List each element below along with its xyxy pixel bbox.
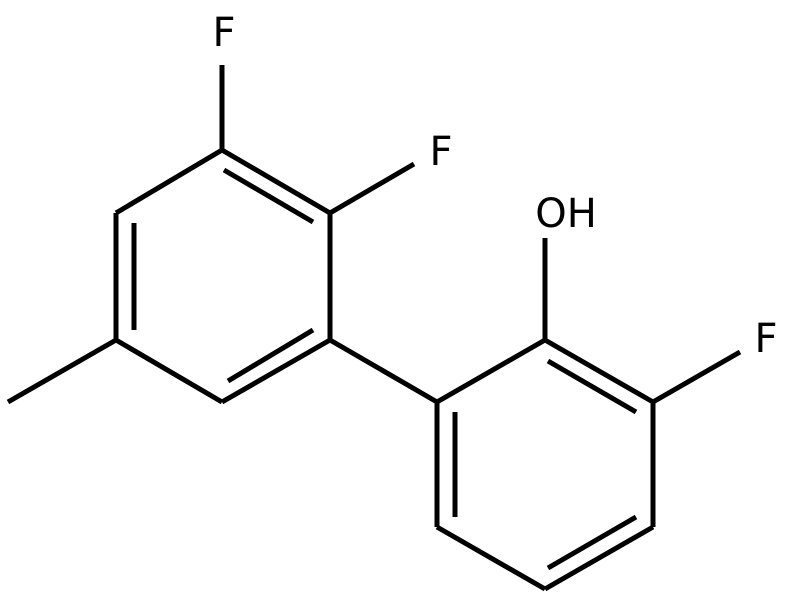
bond-c10-c11-inner <box>546 514 638 571</box>
bond-c3-c4-inner <box>226 327 315 384</box>
bond-c1-c2-inner <box>222 167 315 225</box>
bond-biaryl <box>328 337 439 405</box>
bond-c11-c12 <box>435 524 547 592</box>
fluorine-label-upper: F <box>429 129 452 175</box>
atom-labels: F F OH F <box>212 10 777 362</box>
bond-c9-f <box>651 349 742 405</box>
fluorine-label-right: F <box>754 316 777 362</box>
bond-c7-c8 <box>435 337 547 405</box>
bond-c6-c1 <box>114 147 224 216</box>
bond-c10-c11 <box>543 524 655 592</box>
bond-c1-c2 <box>220 147 332 216</box>
fluorine-label-top: F <box>212 10 235 56</box>
bond-c5-methyl <box>6 337 118 405</box>
bond-c8-c9 <box>543 337 655 405</box>
bond-c8-c9-inner <box>546 358 638 415</box>
bond-c3-c4 <box>220 337 332 405</box>
bond-c2-f <box>328 161 416 216</box>
bond-c4-c5 <box>114 337 224 405</box>
bonds <box>6 65 742 592</box>
hydroxyl-label: OH <box>535 191 597 237</box>
